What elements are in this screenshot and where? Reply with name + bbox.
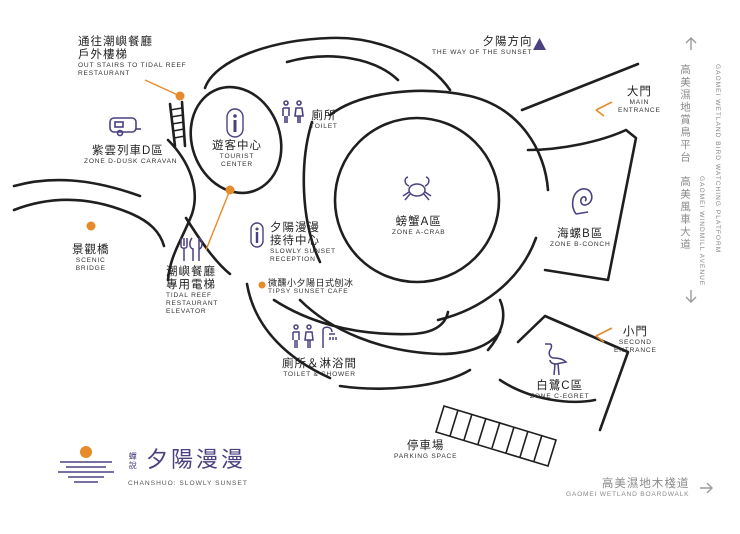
- crab-icon: [402, 176, 432, 201]
- sunset-triangle: [533, 38, 546, 50]
- cafe-dot: [258, 281, 266, 289]
- caravan-icon: [109, 117, 141, 137]
- zone-c-bottom: [498, 378, 597, 404]
- ring-bottom: [272, 298, 450, 336]
- main-road-2: [526, 128, 638, 282]
- elevator-label: 潮嶼餐廳 專用電梯 TIDAL REEF RESTAURANT ELEVATOR: [166, 266, 219, 315]
- zone-c-label: 白鷺C區 ZONE C-EGRET: [530, 380, 590, 401]
- windmill-avenue-label: 高美風車大道: [679, 176, 691, 251]
- shower-icon: [292, 324, 337, 348]
- reception-label: 夕陽漫漫 接待中心 SLOWLY SUNSET RECEPTION: [270, 222, 336, 264]
- parking-label: 停車場 PARKING SPACE: [394, 440, 458, 461]
- info-icon: [226, 108, 244, 138]
- logo-small: 蟬說: [128, 452, 138, 470]
- zone-d-label: 紫雲列車D區 ZONE D-DUSK CARAVAN: [84, 145, 178, 166]
- ring-right-lower: [436, 236, 538, 322]
- stairs-steps: [169, 107, 186, 139]
- left-curve-top: [166, 138, 196, 282]
- boardwalk-label: 高美濕地木棧道 GAOMEI WETLAND BOARDWALK: [566, 478, 690, 499]
- logo-title: 夕陽漫漫: [146, 448, 247, 473]
- scenic-bridge-label: 景觀橋 SCENIC BRIDGE: [72, 244, 110, 272]
- sunset-direction-label: 夕陽方向 THE WAY OF THE SUNSET: [432, 36, 533, 57]
- ring-top: [328, 89, 550, 192]
- egret-icon: [545, 343, 568, 376]
- toilet-top-label: 廁所 TOILET: [310, 110, 338, 131]
- lower-arc-2: [298, 298, 502, 356]
- road-arrows: [685, 37, 713, 494]
- toilet-shower-label: 廁所＆淋浴間 TOILET & SHOWER: [282, 358, 357, 379]
- zone-a-label: 螃蟹A區 ZONE A-CRAB: [392, 216, 446, 237]
- cafe-label: 微醺小夕陽日式刨冰 TIPSY SUNSET CAFE: [268, 278, 354, 296]
- main-entrance-label: 大門 MAIN ENTRANCE: [618, 86, 661, 114]
- zone-a-ring: [333, 116, 501, 284]
- second-entrance-label: 小門 SECOND ENTRANCE: [614, 326, 657, 354]
- left-curve-mid: [184, 216, 232, 276]
- conch-icon: [571, 188, 593, 215]
- cutlery-icon: [180, 237, 203, 261]
- tourist-center-oval: [189, 85, 283, 195]
- scenic-bridge-top: [12, 178, 142, 198]
- outer-ring-right: [285, 55, 400, 82]
- entrance-arrows: [595, 101, 613, 343]
- stairs-outline: [168, 100, 187, 148]
- scenic-bridge-bottom: [12, 198, 166, 248]
- ring-left: [302, 120, 322, 264]
- windmill-avenue-en: GAOMEI WINDMILL AVENUE: [698, 176, 705, 287]
- info-icon: [250, 222, 264, 248]
- lower-left-arc: [245, 282, 332, 380]
- toilet-icon: [282, 100, 304, 123]
- logo-mark: [58, 446, 114, 483]
- bird-platform-en: GAOMEI WETLAND BIRD WATCHING PLATFORM: [714, 64, 721, 254]
- zone-b-label: 海螺B區 ZONE B-CONCH: [550, 228, 611, 249]
- leaders: [86, 79, 235, 251]
- bird-platform-label: 高美濕地賞鳥平台: [679, 64, 691, 164]
- second-road: [516, 314, 630, 432]
- logo-en: CHANSHUO: SLOWLY SUNSET: [128, 480, 248, 487]
- main-road-1: [520, 62, 640, 112]
- ring-right-mid: [486, 298, 505, 352]
- outer-top-arc: [203, 36, 452, 92]
- tidal-stairs-label: 通往潮嶼餐廳 戶外樓梯 OUT STAIRS TO TIDAL REEF RES…: [78, 36, 187, 78]
- tourist-center-label: 遊客中心 TOURIST CENTER: [212, 140, 262, 168]
- parking-lot: [434, 405, 558, 467]
- lower-arc-3: [338, 368, 472, 390]
